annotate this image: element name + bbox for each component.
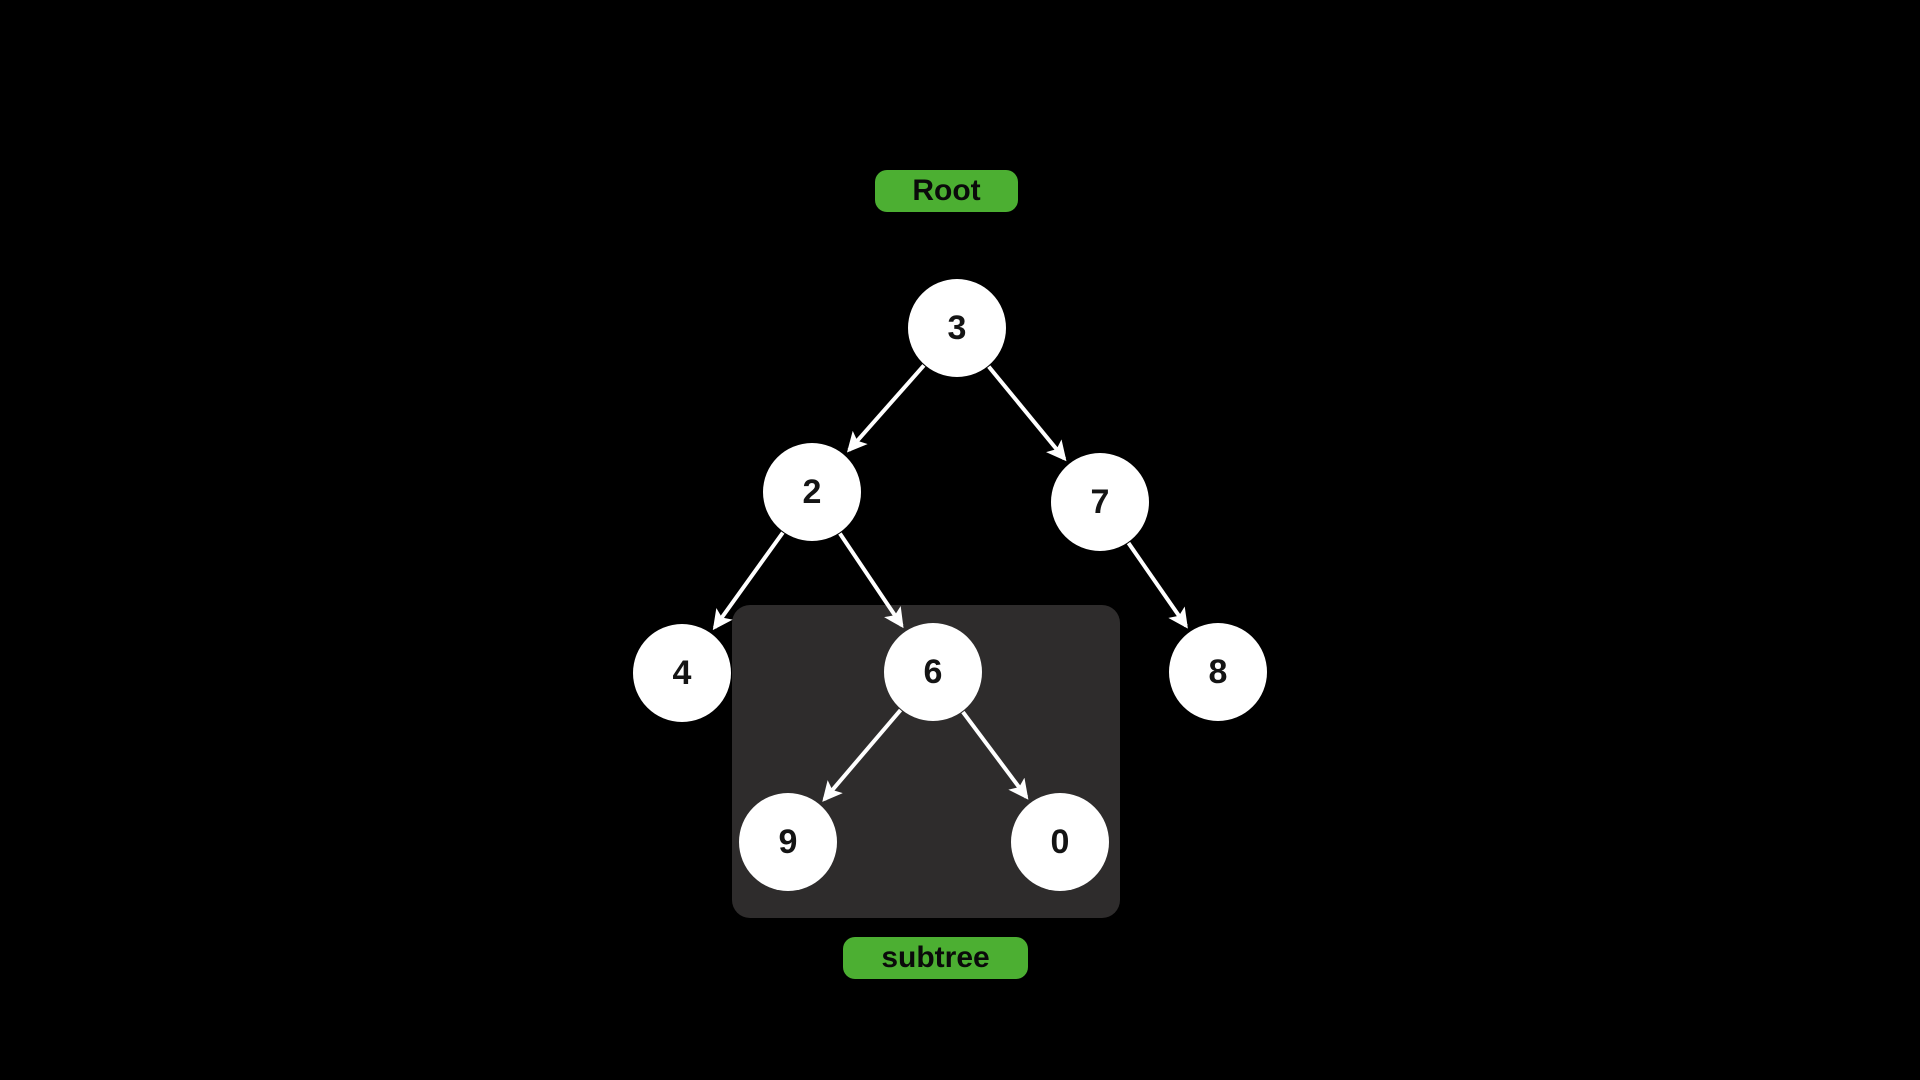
tree-node-label: 3 [947, 309, 967, 347]
tree-node-label: 6 [923, 653, 943, 691]
subtree-badge[interactable]: subtree [843, 937, 1028, 979]
root-badge[interactable]: Root [875, 170, 1018, 212]
tree-node-label: 8 [1208, 653, 1228, 691]
tree-node-label: 4 [672, 654, 692, 692]
tree-edge-n7-n8 [1126, 541, 1188, 629]
tree-node-label: 2 [802, 473, 822, 511]
tree-node-8[interactable]: 8 [1169, 623, 1267, 721]
tree-node-label: 7 [1090, 483, 1110, 521]
tree-node-label: 0 [1050, 823, 1070, 861]
tree-node-2[interactable]: 2 [763, 443, 861, 541]
root-badge-label: Root [912, 174, 981, 207]
tree-node-4[interactable]: 4 [633, 624, 731, 722]
tree-edge-n3-n2 [846, 364, 926, 453]
tree-node-6[interactable]: 6 [884, 623, 982, 721]
tree-node-9[interactable]: 9 [739, 793, 837, 891]
subtree-badge-label: subtree [881, 941, 990, 974]
tree-node-3[interactable]: 3 [908, 279, 1006, 377]
tree-node-label: 9 [778, 823, 798, 861]
tree-node-7[interactable]: 7 [1051, 453, 1149, 551]
tree-node-0[interactable]: 0 [1011, 793, 1109, 891]
tree-edge-n3-n7 [987, 365, 1067, 462]
